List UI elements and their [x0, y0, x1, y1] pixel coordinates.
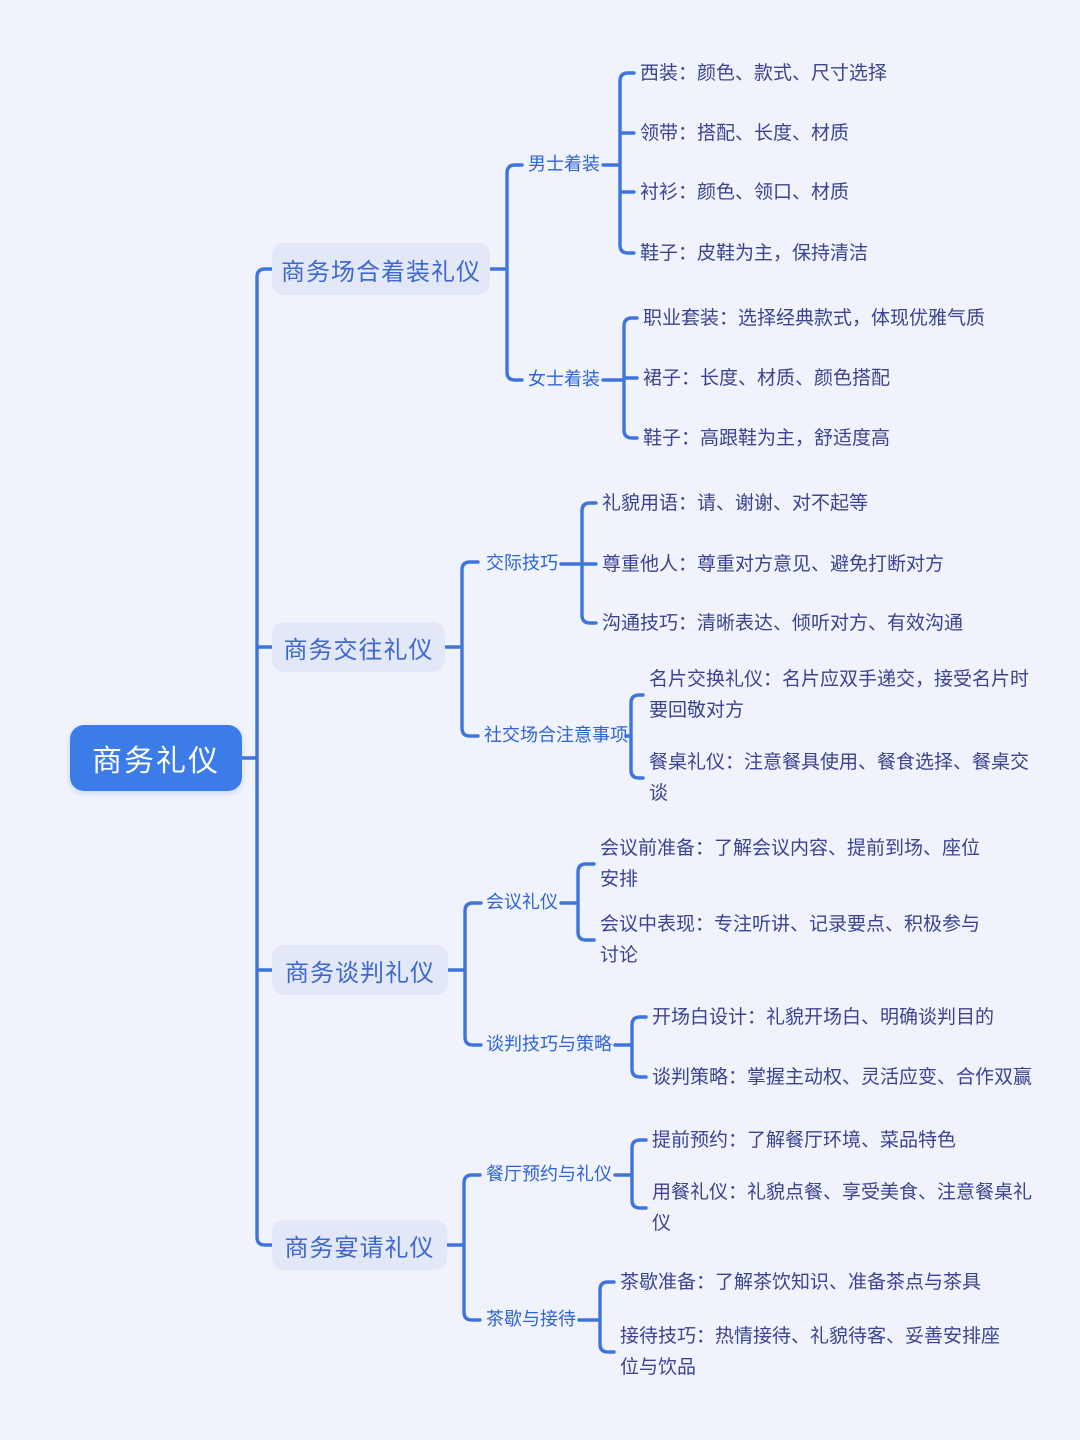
- connector-branch-banquet: [445, 1173, 482, 1322]
- branch-node-dress-etiquette[interactable]: 商务场合着装礼仪: [272, 243, 490, 295]
- leaf-node-tea-preparation[interactable]: 茶歇准备：了解茶饮知识、准备茶点与茶具: [620, 1271, 982, 1293]
- child-node-tea-reception[interactable]: 茶歇与接待: [486, 1309, 576, 1330]
- connector-men-dress: [601, 71, 636, 255]
- leaf-node-advance-booking[interactable]: 提前预约：了解餐厅环境、菜品特色: [652, 1129, 957, 1151]
- leaf-node-women-shoes[interactable]: 鞋子：高跟鞋为主，舒适度高: [643, 427, 891, 449]
- leaf-node-dining-etiquette[interactable]: 用餐礼仪：礼貌点餐、享受美食、注意餐桌礼仪: [652, 1181, 1033, 1234]
- leaf-node-tie[interactable]: 领带：搭配、长度、材质: [640, 122, 850, 144]
- root-node[interactable]: 商务礼仪: [70, 725, 242, 791]
- leaf-node-negotiation-strategy[interactable]: 谈判策略：掌握主动权、灵活应变、合作双赢: [652, 1066, 1033, 1088]
- child-node-negotiation-tactics[interactable]: 谈判技巧与策略: [486, 1034, 612, 1055]
- connector-tea-reception: [577, 1280, 616, 1354]
- leaf-node-reception-skills[interactable]: 接待技巧：热情接待、礼貌待客、妥善安排座位与饮品: [620, 1325, 1001, 1378]
- connector-women-dress: [601, 316, 639, 440]
- branch-node-banquet-etiquette[interactable]: 商务宴请礼仪: [272, 1220, 447, 1270]
- leaf-node-card-exchange[interactable]: 名片交换礼仪：名片应双手递交，接受名片时要回敬对方: [649, 668, 1030, 721]
- leaf-node-polite-words[interactable]: 礼貌用语：请、谢谢、对不起等: [602, 492, 869, 514]
- connector-branch-dress: [488, 163, 524, 382]
- connector-root-trunk: [240, 267, 274, 1247]
- connector-social-occasions: [624, 693, 645, 780]
- leaf-node-communication-skills[interactable]: 沟通技巧：清晰表达、倾听对方、有效沟通: [602, 612, 964, 634]
- child-node-women-dress[interactable]: 女士着装: [528, 369, 600, 390]
- connector-branch-negotiation: [446, 901, 483, 1047]
- child-node-men-dress[interactable]: 男士着装: [528, 154, 600, 175]
- leaf-node-respect-others[interactable]: 尊重他人：尊重对方意见、避免打断对方: [602, 553, 945, 575]
- connector-social-skills: [559, 501, 598, 625]
- leaf-node-opening-design[interactable]: 开场白设计：礼貌开场白、明确谈判目的: [652, 1006, 995, 1028]
- child-node-social-skills[interactable]: 交际技巧: [486, 553, 558, 574]
- leaf-node-table-manners[interactable]: 餐桌礼仪：注意餐具使用、餐食选择、餐桌交谈: [649, 751, 1030, 804]
- leaf-node-shirt[interactable]: 衬衫：颜色、领口、材质: [640, 181, 850, 203]
- leaf-node-business-suit[interactable]: 职业套装：选择经典款式，体现优雅气质: [643, 307, 986, 329]
- connector-negotiation-tactics: [613, 1015, 648, 1079]
- leaf-node-meeting-behavior[interactable]: 会议中表现：专注听讲、记录要点、积极参与讨论: [600, 913, 981, 966]
- connector-restaurant: [613, 1138, 648, 1210]
- leaf-node-suit[interactable]: 西装：颜色、款式、尺寸选择: [640, 62, 888, 84]
- branch-node-negotiation-etiquette[interactable]: 商务谈判礼仪: [272, 945, 448, 995]
- leaf-node-men-shoes[interactable]: 鞋子：皮鞋为主，保持清洁: [640, 242, 869, 264]
- connector-meeting: [559, 862, 596, 942]
- leaf-node-skirt[interactable]: 裙子：长度、材质、颜色搭配: [643, 367, 891, 389]
- branch-node-interaction-etiquette[interactable]: 商务交往礼仪: [272, 622, 445, 672]
- connector-branch-interaction: [443, 560, 480, 738]
- child-node-restaurant-booking[interactable]: 餐厅预约与礼仪: [486, 1164, 612, 1185]
- leaf-node-meeting-preparation[interactable]: 会议前准备：了解会议内容、提前到场、座位安排: [600, 837, 981, 890]
- child-node-meeting-etiquette[interactable]: 会议礼仪: [486, 892, 558, 913]
- child-node-social-occasions[interactable]: 社交场合注意事项: [484, 725, 628, 746]
